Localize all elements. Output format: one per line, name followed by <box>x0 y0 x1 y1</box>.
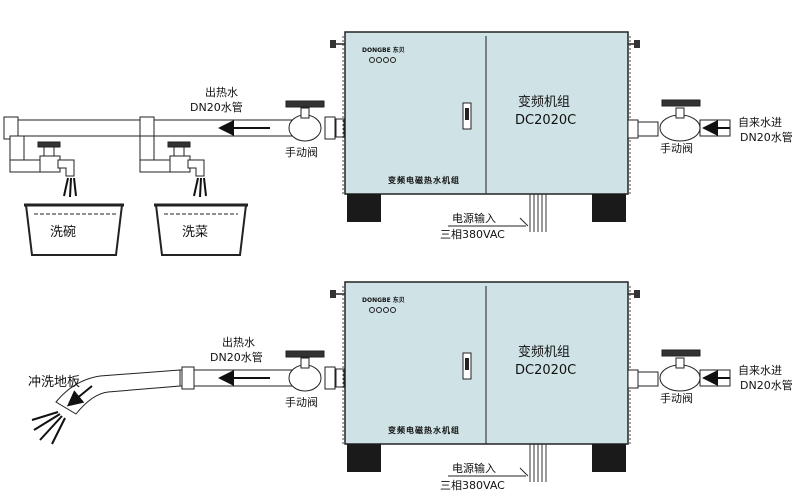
foot-left-2 <box>347 444 381 472</box>
power-label: 电源输入 <box>452 211 496 225</box>
outlet-label: 出热水 <box>205 85 238 99</box>
inlet-spec: DN20水管 <box>740 130 793 144</box>
basin-right: 洗菜 <box>154 203 248 256</box>
outlet-valve-2 <box>285 350 325 392</box>
floor-label: 冲洗地板 <box>28 375 80 390</box>
power-cable <box>529 194 547 232</box>
unit-model: DC2020C <box>515 113 576 128</box>
outlet-valve-label: 手动阀 <box>285 145 318 159</box>
faucet-right <box>167 141 205 177</box>
unit-model-2: DC2020C <box>515 363 576 378</box>
foot-right-2 <box>592 444 626 472</box>
power-spec: 三相380VAC <box>440 228 505 241</box>
outlet-label-2: 出热水 <box>222 335 255 349</box>
water-stream-right <box>193 177 207 198</box>
unit-title-2: 变频机组 <box>518 344 570 360</box>
unit-title: 变频机组 <box>518 94 570 110</box>
system-kitchen: 洗碗 洗菜 出热水 DN20水管 手动阀 DONGBE 东贝 <box>3 31 793 256</box>
floor-spray <box>31 411 66 445</box>
foot-right <box>592 194 626 222</box>
inlet-valve <box>659 99 701 142</box>
nameplate-2: 变频电磁热水机组 <box>388 425 460 435</box>
power-label-2: 电源输入 <box>452 461 496 475</box>
heater-unit-2: DONGBE 东贝 变频机组 DC2020C 变频电磁热水机组 <box>330 281 640 482</box>
water-stream-left <box>63 177 77 198</box>
faucet-left <box>37 141 75 177</box>
inlet-valve-2 <box>659 349 701 392</box>
outlet-valve <box>285 100 325 142</box>
basin-left: 洗碗 <box>24 203 124 256</box>
inlet-valve-label-2: 手动阀 <box>660 391 693 405</box>
power-cable-2 <box>529 444 547 482</box>
inlet-label-2: 自来水进 <box>738 364 782 377</box>
inlet-label: 自来水进 <box>738 116 782 129</box>
indicator-lights <box>369 57 396 63</box>
outlet-valve-label-2: 手动阀 <box>285 395 318 409</box>
outlet-spec: DN20水管 <box>190 100 243 114</box>
inlet-spec-2: DN20水管 <box>740 378 793 392</box>
outlet-spec-2: DN20水管 <box>210 350 263 364</box>
power-spec-2: 三相380VAC <box>440 479 505 492</box>
brand-logo-2: DONGBE 东贝 <box>362 296 405 304</box>
system-floor: 冲洗地板 出热水 DN20水管 手动阀 DONGBE 东贝 <box>28 281 793 492</box>
basin-right-label: 洗菜 <box>182 225 208 240</box>
brand-logo: DONGBE 东贝 <box>362 46 405 54</box>
basin-left-label: 洗碗 <box>50 224 76 240</box>
foot-left <box>347 194 381 222</box>
heater-unit: DONGBE 东贝 变频机组 DC2020C 变频电磁热水机组 <box>330 31 640 232</box>
indicator-lights-2 <box>369 307 396 313</box>
inlet-valve-label: 手动阀 <box>660 141 693 155</box>
floor-hose <box>55 369 181 415</box>
nameplate: 变频电磁热水机组 <box>388 175 460 185</box>
